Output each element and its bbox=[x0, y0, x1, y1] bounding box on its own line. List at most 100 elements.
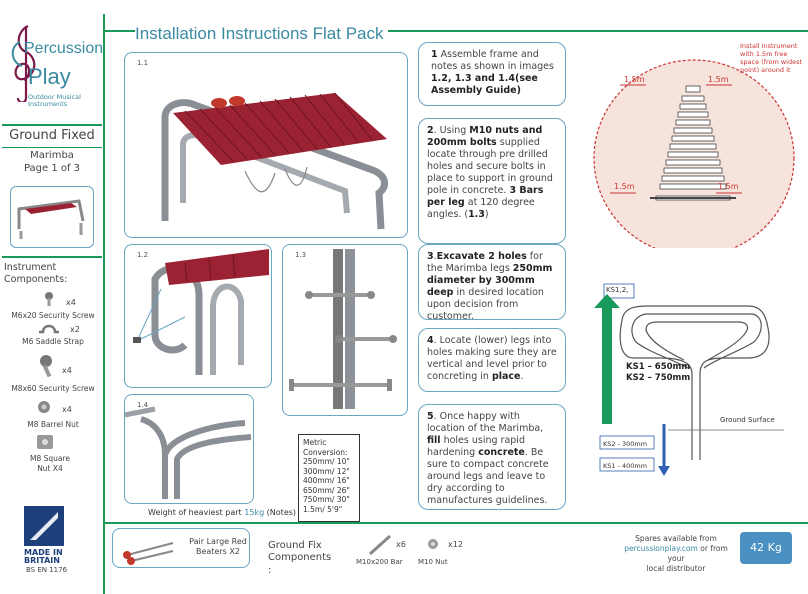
ground-surface-label: Ground Surface bbox=[720, 416, 775, 424]
treble-clef-icon bbox=[11, 25, 36, 102]
security-screw-large-icon bbox=[40, 355, 52, 377]
step-1: 1 Assemble frame and notes as shown in i… bbox=[418, 42, 566, 106]
metric-conversion-box: Metric Conversion: 250mm/ 10" 300mm/ 12"… bbox=[298, 434, 360, 522]
spares-line1: Spares available from bbox=[635, 534, 717, 543]
spares-link[interactable]: percussionplay.com bbox=[624, 544, 698, 553]
image-frame-1-1: 1.1 bbox=[124, 52, 408, 238]
step-text-bold: Excavate 2 holes bbox=[436, 251, 527, 262]
component-label: M8 Barrel Nut bbox=[27, 420, 79, 429]
component-label: M8 Square Nut X4 bbox=[29, 454, 71, 473]
free-space-note: Install Instrument with 1.5m free space … bbox=[740, 42, 803, 74]
weight-note-value: 15kg bbox=[244, 508, 265, 517]
step-text-bold: 1.3 bbox=[468, 209, 485, 220]
spares-line2: percussionplay.com or from your bbox=[616, 544, 736, 564]
ks2-height-label: KS2 – 750mm bbox=[626, 373, 691, 383]
m10-nut-icon bbox=[428, 539, 438, 549]
ground-fix-colon: : bbox=[268, 565, 272, 576]
component-qty: x4 bbox=[62, 405, 72, 414]
step-4: 4. Locate (lower) legs into holes making… bbox=[418, 328, 566, 392]
free-space-dim: 1.5m bbox=[708, 75, 729, 84]
step-2: 2. Using M10 nuts and 200mm bolts suppli… bbox=[418, 118, 566, 244]
step-text: supplied locate through pre drilled hole… bbox=[427, 137, 553, 196]
bar-label: M10x200 Bar bbox=[356, 558, 403, 566]
brand-tagline: Outdoor Musical Instruments bbox=[28, 93, 81, 108]
step-text-bold: place bbox=[491, 371, 521, 382]
leg-detail-image bbox=[133, 249, 269, 375]
free-space-dim: 1.5m bbox=[624, 75, 645, 84]
step-text: in desired location upon decision from c… bbox=[427, 287, 544, 322]
marimba-thumbnail-image bbox=[17, 199, 85, 239]
image-label: 1.3 bbox=[295, 251, 307, 259]
weight-note-suffix: (Notes) bbox=[264, 508, 297, 517]
marimba-assembled-image bbox=[161, 92, 388, 230]
sidebar-hr-2 bbox=[2, 147, 102, 148]
components-title: Instrument Components: bbox=[4, 262, 68, 285]
ks1-height-label: KS1 – 650mm bbox=[626, 362, 691, 372]
step-text-bold: concrete bbox=[478, 447, 525, 458]
ground-pole-bolts-image bbox=[289, 249, 397, 409]
component-qty: x4 bbox=[66, 298, 76, 307]
made-in-line2: BRITAIN bbox=[24, 556, 60, 565]
conversion-line: 300mm/ 12" bbox=[303, 466, 350, 476]
product-name: Marimba bbox=[30, 150, 74, 161]
brand-logo: Percussion Play Outdoor Musical Instrume… bbox=[4, 20, 103, 120]
component-label: M6x20 Security Screw bbox=[11, 311, 95, 320]
frame-detail-image bbox=[124, 406, 252, 499]
bar-qty: x6 bbox=[396, 540, 406, 549]
m10-bar-icon bbox=[368, 534, 392, 556]
free-space-dim: 1.5m bbox=[718, 182, 739, 191]
step-number: 1 bbox=[431, 49, 438, 60]
saddle-strap-icon bbox=[39, 324, 59, 334]
image-frame-1-2: 1.2 bbox=[124, 244, 272, 388]
conversion-line: 250mm/ 10" bbox=[303, 457, 350, 466]
made-in-line1: MADE IN bbox=[24, 548, 63, 557]
step-number: 4 bbox=[427, 335, 434, 346]
step-3: 3.Excavate 2 holes for the Marimba legs … bbox=[418, 244, 566, 322]
sidebar-hr-1 bbox=[2, 124, 102, 126]
beaters-image bbox=[123, 542, 174, 565]
component-label: M6 Saddle Strap bbox=[22, 337, 84, 346]
spares-line3: local distributor bbox=[646, 564, 706, 573]
ks2-depth-label: KS2 - 300mm bbox=[603, 440, 648, 448]
beaters-label: Pair Large Red Beaters X2 bbox=[189, 537, 247, 556]
sidebar-hr-3 bbox=[2, 256, 102, 258]
ks12-label: KS1,2, bbox=[606, 286, 629, 294]
component-label: M8x60 Security Screw bbox=[11, 384, 95, 393]
image-frame-1-3: 1.3 bbox=[282, 244, 408, 416]
depth-diagram bbox=[594, 283, 784, 476]
component-qty: x4 bbox=[62, 366, 72, 375]
step-text: for the Marimba legs bbox=[427, 251, 543, 274]
step-text: . bbox=[520, 371, 524, 382]
step-text: . Using bbox=[433, 125, 470, 136]
image-label: 1.2 bbox=[137, 251, 149, 259]
conversion-line: 750mm/ 30" bbox=[303, 495, 350, 504]
sidebar-divider bbox=[103, 14, 105, 594]
page-title: Installation Instructions Flat Pack bbox=[135, 24, 388, 44]
step-text: . bbox=[433, 251, 437, 262]
beaters-frame: Pair Large Red Beaters X2 bbox=[112, 528, 250, 568]
step-text-bold: fill bbox=[427, 435, 441, 446]
ks1-depth-label: KS1 - 400mm bbox=[603, 462, 648, 470]
step-text: Assemble frame and notes as shown in ima… bbox=[431, 49, 554, 72]
weight-note-prefix: Weight of heaviest part bbox=[148, 508, 245, 517]
conversion-line: 1.5m/ 5'9" bbox=[303, 504, 343, 514]
image-label: 1.1 bbox=[137, 59, 149, 67]
brand-name-line2: Play bbox=[28, 64, 71, 89]
step-text-bold: 250mm diameter by 300mm deep bbox=[427, 263, 553, 298]
step-text-bold: M10 nuts and 200mm bolts bbox=[427, 125, 543, 148]
step-number: 3 bbox=[427, 251, 434, 262]
image-label: 1.4 bbox=[137, 401, 149, 409]
component-qty: x2 bbox=[70, 325, 80, 334]
step-text: at 120 degree angles. ( bbox=[427, 197, 535, 220]
step-number: 5 bbox=[427, 411, 434, 422]
conversion-line: Conversion: bbox=[303, 447, 348, 457]
footer-rule bbox=[104, 522, 808, 524]
nut-qty: x12 bbox=[448, 540, 463, 549]
spares-note: Spares available from percussionplay.com… bbox=[616, 534, 736, 574]
thumbnail-frame bbox=[10, 186, 94, 248]
step-text-bold: 3 Bars per leg bbox=[427, 185, 544, 208]
weight-note: Weight of heaviest part 15kg (Notes) bbox=[148, 508, 296, 517]
made-in-britain-logo bbox=[24, 506, 64, 546]
standard-label: BS EN 1176 bbox=[26, 566, 68, 574]
total-weight-badge: 42 Kg bbox=[740, 532, 792, 564]
